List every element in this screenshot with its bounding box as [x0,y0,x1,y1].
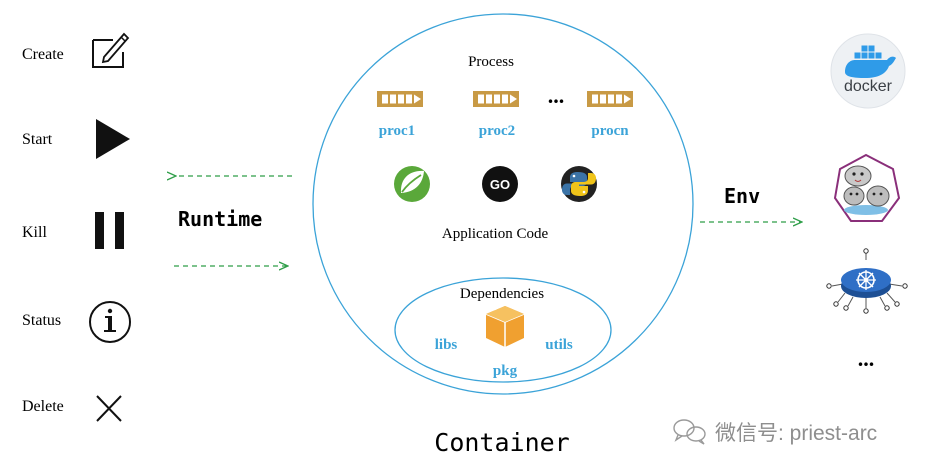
process-title: Process [468,54,514,70]
proc2-icon [473,91,519,107]
wechat-icon [673,419,706,445]
libs-label: libs [435,337,458,353]
action-label-create: Create [22,46,64,63]
procn-label: procn [591,123,629,139]
go-logo-text: GO [490,177,510,192]
docker-text: docker [844,78,893,95]
proc2-label: proc2 [479,123,515,139]
process-ellipsis: ... [548,83,565,108]
docker-icon: docker [830,33,906,109]
container-circle [312,13,694,395]
application-code-title: Application Code [442,226,549,242]
action-label-kill: Kill [22,224,47,241]
runtime-connector: Runtime [174,176,292,266]
go-icon: GO [482,166,518,202]
env-label: Env [724,184,760,208]
env-connector: Env [700,184,801,222]
env-column: docker [826,33,908,371]
action-label-status: Status [22,312,61,329]
procn-icon [587,91,633,107]
proc1-label: proc1 [379,123,415,139]
actions-column: Create Start Kill Status Delete [22,32,131,422]
utils-label: utils [545,337,573,353]
proc1-icon [377,91,423,107]
dependencies-title: Dependencies [460,286,544,302]
kubernetes-icon [826,248,908,314]
info-icon[interactable] [89,301,131,343]
dependencies-ellipse [394,277,612,383]
container-title: Container [434,428,569,457]
wechat-watermark: 微信号: priest-arc [673,419,877,445]
pause-icon[interactable] [95,212,124,249]
watermark-text: 微信号: priest-arc [715,422,877,445]
spring-icon [394,166,430,202]
action-label-delete: Delete [22,398,64,415]
runtime-label: Runtime [178,207,262,231]
env-ellipsis: ... [858,346,875,371]
edit-icon[interactable] [92,32,130,68]
close-icon[interactable] [96,395,122,422]
play-icon[interactable] [96,119,130,159]
python-icon [561,166,597,202]
pkg-label: pkg [493,363,518,379]
podman-icon [833,153,901,222]
action-label-start: Start [22,131,53,148]
package-icon [485,306,525,347]
container: Process ... proc1 proc2 procn GO Applica… [312,13,694,457]
